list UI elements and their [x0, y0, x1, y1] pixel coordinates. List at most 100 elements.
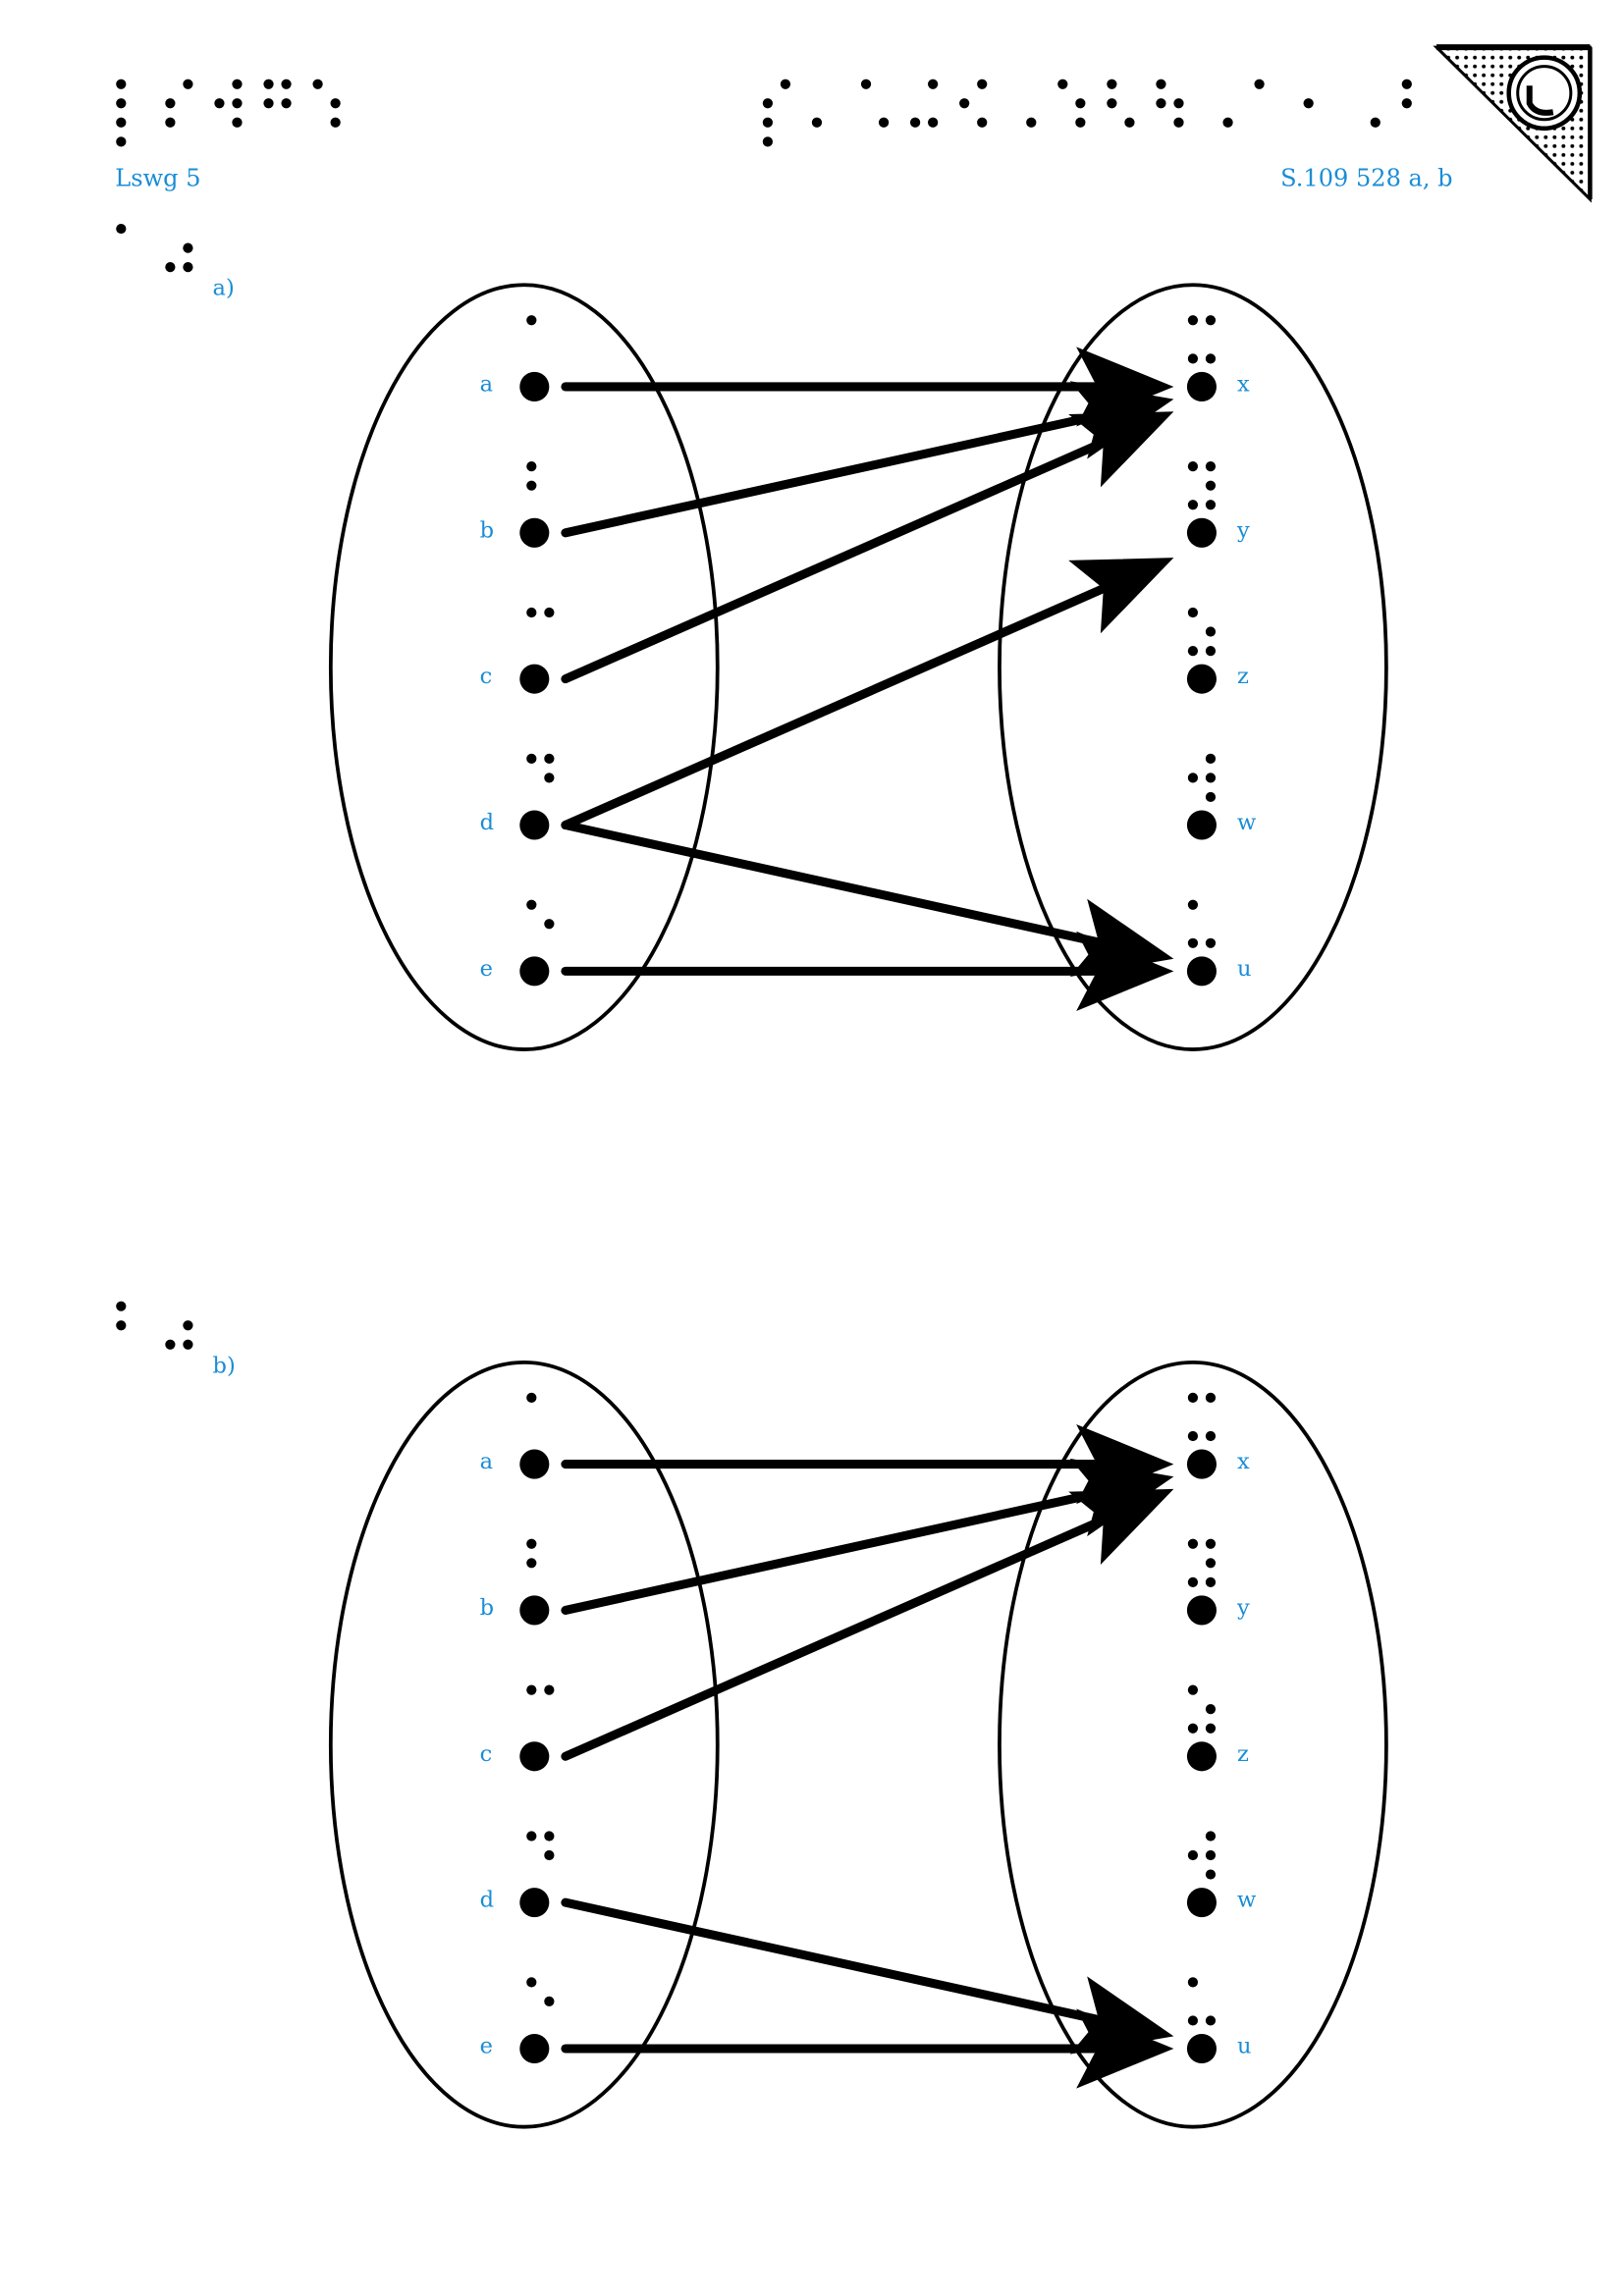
braille-cell [526, 607, 555, 618]
braille-dot [762, 136, 774, 147]
braille-dot [1205, 480, 1217, 491]
node-u: u [1186, 1977, 1252, 2064]
braille-dot [1205, 1869, 1217, 1880]
braille-dot [1205, 1704, 1217, 1715]
braille-cell [1187, 1977, 1217, 2026]
braille-dot [1156, 79, 1166, 89]
node-point [519, 1595, 550, 1626]
braille-cell [1107, 79, 1135, 128]
braille-cell [1370, 117, 1380, 128]
section-braille [116, 1301, 193, 1350]
node-b: b [480, 461, 550, 548]
braille-dot [1205, 315, 1217, 326]
braille-dot [1205, 353, 1217, 364]
braille-dot [1187, 645, 1199, 657]
braille-dot [1303, 98, 1314, 109]
arrow-b-to-x [561, 1458, 1174, 1615]
braille-dot [1187, 1576, 1199, 1587]
braille-dot [263, 79, 274, 89]
node-c: c [480, 1684, 555, 1772]
braille-dot [183, 1320, 193, 1331]
codomain-set-ellipse [998, 1360, 1388, 2129]
node-label: a [480, 371, 493, 397]
corner-triangle-logo [1433, 44, 1593, 203]
braille-dot [1187, 607, 1199, 618]
node-point [519, 810, 550, 840]
braille-cell [526, 1684, 555, 1695]
header-left-braille [116, 79, 341, 147]
arrow-d-to-u [561, 821, 1174, 978]
arrow-head [1068, 558, 1174, 634]
node-point [519, 517, 550, 548]
braille-dot [1187, 315, 1199, 326]
node-label: c [480, 1741, 493, 1767]
arrow-head [1068, 1488, 1174, 1565]
braille-cell [165, 1320, 193, 1350]
braille-dot [811, 117, 823, 128]
braille-cell [263, 79, 292, 109]
braille-dot [1057, 79, 1068, 89]
braille-dot [1205, 2015, 1217, 2026]
arrow-d-to-u [561, 1897, 1174, 2055]
braille-dot [1124, 117, 1135, 128]
node-point [1186, 1449, 1217, 1479]
braille-dot [1187, 1723, 1199, 1734]
braille-dot [1205, 1430, 1217, 1442]
arrow-shaft [561, 1517, 1106, 1761]
section-braille [116, 223, 193, 273]
braille-dot [183, 242, 193, 253]
braille-dot [909, 117, 921, 128]
braille-dot [116, 223, 127, 235]
braille-dot [977, 79, 988, 89]
braille-dot [183, 79, 193, 89]
braille-dot [1187, 2015, 1199, 2026]
braille-cell [1057, 79, 1086, 128]
braille-dot [116, 79, 127, 89]
node-label: b [480, 1595, 494, 1621]
braille-dot [526, 1977, 537, 1988]
braille-cell [860, 79, 890, 128]
node-point [1186, 2033, 1217, 2064]
node-point [1186, 1595, 1217, 1626]
header-right-label: S.109 528 a, b [1280, 164, 1452, 191]
braille-cell [312, 79, 341, 128]
braille-dot [1107, 98, 1117, 109]
domain-set-ellipse [328, 1360, 720, 2129]
node-point [519, 1449, 550, 1479]
braille-dot [183, 262, 193, 273]
braille-dot [1205, 500, 1217, 510]
node-e: e [480, 899, 555, 987]
braille-dot [116, 1301, 127, 1311]
braille-dot [526, 461, 537, 472]
braille-dot [526, 315, 537, 326]
braille-dot [1205, 773, 1217, 783]
braille-cell [811, 117, 823, 128]
braille-cell [214, 79, 243, 128]
braille-cell [1187, 607, 1217, 657]
braille-cell [909, 79, 939, 128]
node-label: d [480, 1888, 494, 1913]
braille-dot [165, 98, 176, 109]
arrow-shaft [561, 585, 1106, 830]
node-point [519, 1888, 550, 1918]
braille-cell [1187, 1831, 1217, 1880]
braille-cell [762, 79, 791, 147]
arrow-d-to-y [561, 558, 1174, 830]
node-point [1186, 664, 1217, 694]
arrow-e-to-u [561, 931, 1174, 1011]
braille-cell [1187, 899, 1217, 948]
node-label: u [1237, 956, 1252, 982]
braille-dot [165, 1339, 176, 1350]
braille-dot [232, 98, 243, 109]
braille-dot [1205, 461, 1217, 472]
braille-dot [544, 1684, 555, 1695]
braille-dot [1075, 98, 1086, 109]
node-label: c [480, 664, 493, 689]
node-u: u [1186, 899, 1252, 987]
node-z: z [1186, 607, 1249, 694]
braille-cell [526, 461, 537, 491]
braille-cell [526, 1538, 537, 1569]
node-e: e [480, 1977, 555, 2064]
node-point [1186, 1741, 1217, 1772]
